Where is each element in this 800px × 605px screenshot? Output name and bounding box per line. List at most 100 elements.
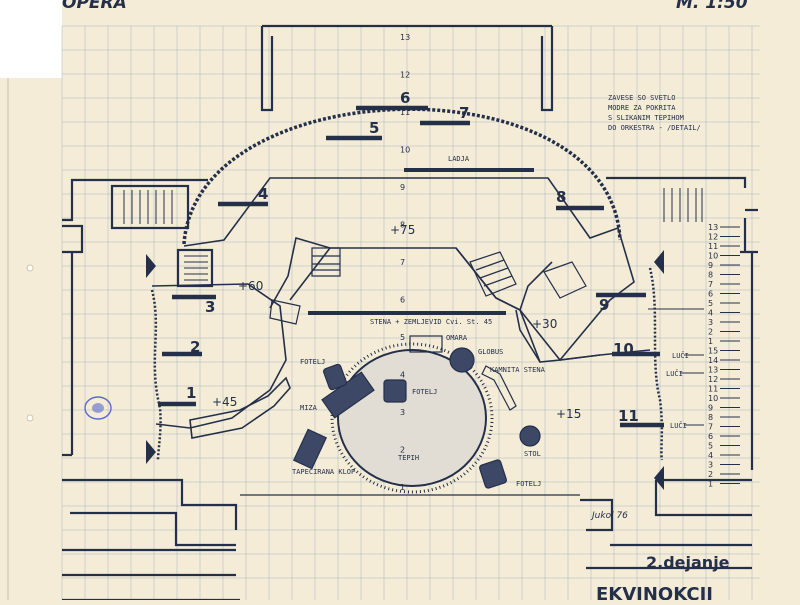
fly-rail-number: 5 bbox=[708, 442, 713, 451]
grid-row-number: 3 bbox=[400, 408, 405, 417]
fly-rail-number: 2 bbox=[708, 328, 713, 337]
label-stena: STENA + ZEMLJEVID Cvi. St. 45 bbox=[370, 318, 492, 326]
fly-rail-number: 11 bbox=[708, 242, 718, 251]
furniture-pieces bbox=[292, 335, 541, 489]
fly-rail-number: 12 bbox=[708, 375, 718, 384]
pipe-number: 3 bbox=[205, 298, 215, 316]
fly-rail-number: 10 bbox=[708, 394, 718, 403]
fly-rail-number: 8 bbox=[708, 413, 713, 422]
central-carpet bbox=[330, 342, 494, 494]
grid-row-number: 12 bbox=[400, 71, 410, 80]
production-title: EKVINOKCIJ bbox=[596, 584, 713, 600]
plan-scale: M. 1:50 bbox=[676, 0, 748, 13]
pipe-bars bbox=[158, 105, 664, 428]
fly-rail-number: 7 bbox=[708, 423, 713, 432]
fly-rail-number: 3 bbox=[708, 318, 713, 327]
platform-height: +45 bbox=[212, 395, 237, 409]
fly-rail-number: 9 bbox=[708, 261, 713, 270]
grid-row-number: 6 bbox=[400, 296, 405, 305]
side-curtain-left bbox=[150, 289, 162, 461]
grid-row-number: 11 bbox=[400, 108, 410, 117]
pipe-number: 9 bbox=[599, 296, 609, 314]
label-globus: GLOBUS bbox=[478, 348, 503, 356]
fly-rail-number: 13 bbox=[708, 366, 718, 375]
fly-rail-number: 6 bbox=[708, 432, 713, 441]
fly-rail-number: 4 bbox=[708, 309, 713, 318]
masking-flags bbox=[146, 250, 664, 490]
fly-rail-number: 5 bbox=[708, 299, 713, 308]
punch-hole bbox=[26, 264, 34, 272]
label-fotelj: FOTELJ bbox=[516, 480, 541, 488]
pipe-number: 1 bbox=[186, 384, 196, 402]
paper-torn-corner bbox=[0, 0, 62, 78]
archive-stamp bbox=[84, 396, 112, 420]
label-tepih: TEPIH bbox=[398, 454, 419, 462]
stage-walls bbox=[62, 24, 758, 602]
note-line: S SLIKANIM TEPIHOM bbox=[608, 114, 684, 122]
platform-height: +75 bbox=[390, 223, 415, 237]
label-luci: LUČI bbox=[666, 369, 683, 378]
pipe-number: 4 bbox=[258, 185, 268, 203]
fly-rail-number: 2 bbox=[708, 470, 713, 479]
side-curtain-right bbox=[648, 267, 664, 461]
fly-rail-number: 15 bbox=[708, 347, 718, 356]
label-tapecirana-klop: TAPECIRANA KLOP bbox=[292, 468, 355, 476]
fly-rail-number: 3 bbox=[708, 461, 713, 470]
grid-row-number: 1 bbox=[400, 483, 405, 492]
label-stol: STOL bbox=[524, 450, 541, 458]
fly-rail-number: 1 bbox=[708, 480, 713, 489]
platform-steps bbox=[269, 247, 587, 325]
grid-row-number: 9 bbox=[400, 183, 405, 192]
pipe-number: 11 bbox=[618, 407, 639, 425]
grid-row-number: 8 bbox=[400, 221, 405, 230]
pipe-number: 10 bbox=[613, 340, 634, 358]
plan-title: OPERA bbox=[62, 0, 127, 13]
designer-signature: Jukol 76 bbox=[590, 511, 628, 521]
label-miza: MIZA bbox=[300, 404, 318, 412]
act-label: 2.dejanje bbox=[646, 553, 730, 572]
pipe-number: 5 bbox=[369, 119, 379, 137]
grid-row-number: 5 bbox=[400, 333, 405, 342]
grid-row-number: 10 bbox=[400, 146, 410, 155]
pipe-number: 6 bbox=[400, 89, 410, 107]
pipe-number: 2 bbox=[190, 338, 200, 356]
fly-rail-number: 10 bbox=[708, 252, 718, 261]
light-arrows bbox=[648, 308, 704, 426]
fly-rail-number: 8 bbox=[708, 271, 713, 280]
label-omara: OMARA bbox=[446, 334, 468, 342]
label-luci: LUČI bbox=[672, 351, 689, 360]
grid-row-number: 2 bbox=[400, 446, 405, 455]
fly-rail-number: 4 bbox=[708, 451, 713, 460]
platform-height: +15 bbox=[556, 407, 581, 421]
pipe-number: 7 bbox=[459, 104, 469, 122]
fly-rail-number: 12 bbox=[708, 233, 718, 242]
fly-rail-number: 1 bbox=[708, 337, 713, 346]
curtain-note: ZAVESE SO SVETLO MODRE ZA POKRITA S SLIK… bbox=[608, 94, 701, 132]
fly-rail-number: 14 bbox=[708, 356, 718, 365]
note-line: MODRE ZA POKRITA bbox=[608, 104, 676, 112]
grid-row-number: 7 bbox=[400, 258, 405, 267]
platform-height: +60 bbox=[238, 279, 263, 293]
fly-rail-number: 13 bbox=[708, 223, 718, 232]
grid-row-number: 13 bbox=[400, 33, 410, 42]
fly-rail-number: 7 bbox=[708, 280, 713, 289]
pipe-number: 8 bbox=[556, 188, 566, 206]
label-kamnita-stena: KAMNITA STENA bbox=[490, 366, 546, 374]
fly-rail-number: 9 bbox=[708, 404, 713, 413]
label-fotelj: FOTELJ bbox=[300, 358, 325, 366]
label-fotelj: FOTELJ bbox=[412, 388, 437, 396]
note-line: ZAVESE SO SVETLO bbox=[608, 94, 675, 102]
punch-hole bbox=[26, 414, 34, 422]
fly-rail-number: 11 bbox=[708, 385, 718, 394]
label-ladja: LADJA bbox=[448, 155, 470, 163]
note-line: DO ORKESTRA - /DETAIL/ bbox=[608, 124, 701, 132]
fly-rail-number: 6 bbox=[708, 290, 713, 299]
stair-treads bbox=[123, 188, 703, 281]
label-luci: LUČI bbox=[670, 421, 687, 430]
platform-height: +30 bbox=[532, 317, 557, 331]
